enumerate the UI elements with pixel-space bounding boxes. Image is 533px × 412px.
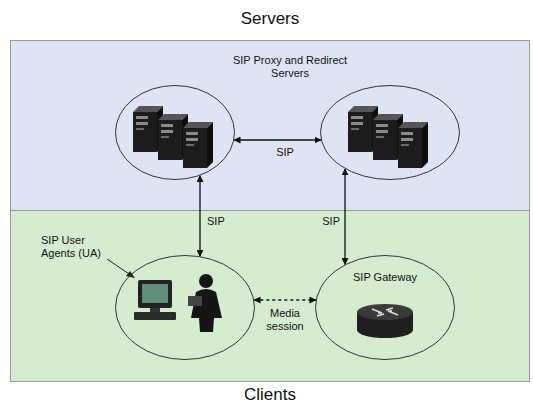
sip-connector: [199, 176, 200, 257]
group-title: SIP Proxy and Redirect Servers: [220, 54, 360, 80]
ellipse-shape: [316, 256, 455, 360]
server-icon: [398, 122, 428, 168]
monitor-stand: [150, 308, 160, 312]
person-icon: [188, 274, 222, 332]
band-heading: Clients: [10, 385, 530, 405]
router-icon: [357, 304, 413, 338]
media-connector: [254, 299, 315, 300]
client-band: ClientsSIP User Agents (UA)SIP Gateway: [10, 210, 530, 382]
ellipse-outline: [320, 85, 460, 180]
gateway-group: SIP Gateway: [315, 255, 455, 360]
frame-border: [11, 41, 530, 382]
edge-label: SIP: [262, 146, 308, 159]
person-body: [191, 289, 222, 332]
router-top: [357, 304, 413, 320]
ellipse-outline: [115, 85, 235, 180]
band-divider: [10, 210, 530, 211]
ellipse-shape: [116, 86, 235, 180]
person-device: [188, 296, 202, 306]
server-group: [115, 85, 235, 180]
screen: [142, 284, 168, 303]
keyboard: [134, 312, 176, 320]
edge-label: SIP: [306, 215, 340, 228]
edge-label: SIP: [207, 215, 237, 228]
server-band-fill: [10, 40, 530, 210]
user-agent-group: SIP User Agents (UA): [115, 255, 255, 360]
edge-label: Media session: [255, 307, 315, 333]
ellipse-outline: [115, 255, 255, 360]
sip-connector: [234, 139, 321, 140]
computer-icon: [134, 280, 176, 320]
ellipse-outline: [315, 255, 455, 360]
monitor: [138, 280, 172, 308]
server-icon: [183, 122, 213, 168]
group-label: SIP Gateway: [315, 271, 455, 284]
band-heading: Servers: [10, 9, 530, 29]
person-head: [199, 274, 213, 288]
router-arrows: [372, 308, 398, 316]
ellipse-shape: [321, 86, 460, 180]
sip-connector: [344, 169, 345, 265]
server-group: [320, 85, 460, 180]
group-label: SIP User Agents (UA): [41, 234, 113, 260]
client-band-fill: [10, 210, 530, 382]
ellipse-shape: [116, 256, 255, 360]
router-base: [357, 322, 413, 338]
